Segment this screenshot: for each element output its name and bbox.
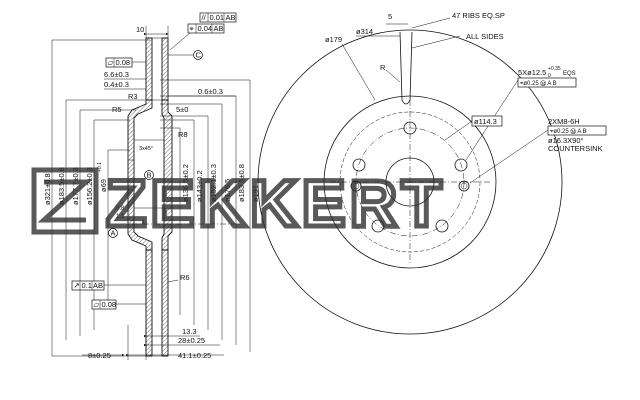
bolt-holes [350, 121, 470, 233]
svg-text:↗: ↗ [74, 281, 80, 290]
bolt-hole-tol-low: 0 [548, 73, 551, 79]
radius-r8: R8 [178, 130, 188, 139]
dim-41-1: 41.1±0.25 [178, 351, 211, 360]
dim-8: 8±0.25 [88, 351, 111, 360]
small-0-8: 0.8 [116, 206, 125, 212]
dia-156-2: ø156.2±0.3 [85, 167, 94, 205]
frame-runout-bottom: ↗ 0.1 AB [71, 280, 105, 291]
dia-321: ø321±0.8 [43, 173, 52, 205]
dim-13-3: 13.3 [182, 327, 197, 336]
svg-text:AB: AB [93, 281, 103, 290]
radius-r3: R3 [128, 92, 138, 101]
svg-text:B: B [147, 171, 152, 180]
dia-177-7: ø177.7±0.3 [71, 167, 80, 205]
radius-r-front: R [380, 63, 386, 72]
dia-176-5: ø176.5 [223, 179, 232, 202]
dim-6-6: 6.6±0.3 [104, 70, 129, 79]
hat-circle [339, 111, 481, 253]
dia-69-tol: +0.1 [97, 162, 103, 172]
all-sides-label: ALL SIDES [466, 32, 504, 41]
bolt-hole-eqs: EQS [563, 71, 576, 77]
thread-frame: ⌖ø0.25 Ⓜ A B [550, 128, 587, 135]
countersink-note: COUNTERSINK [548, 144, 603, 153]
dim-0-6: 0.6±0.3 [198, 87, 223, 96]
dia-69: ø69 [99, 179, 108, 192]
dia-179: ø179 [325, 35, 342, 44]
svg-text:AB: AB [214, 24, 224, 33]
small-1: 1 [142, 220, 146, 226]
radius-r6: R6 [180, 273, 190, 282]
svg-text://: // [202, 13, 207, 22]
datum-c-marker [193, 50, 203, 60]
disc-outer-circle [257, 29, 563, 335]
dia-136-5: ø136.5±0.2 [181, 164, 190, 202]
svg-text:⌖: ⌖ [190, 24, 195, 33]
chamfer-label: 3x45° [139, 146, 153, 152]
svg-text:A: A [111, 229, 116, 238]
thread-spec: 2XM8-6H [548, 117, 580, 126]
svg-text:▱: ▱ [94, 300, 100, 309]
countersink-spec: ø16.3X90° [548, 136, 584, 145]
bolt-hole-frame: ⌖ø0.25 Ⓜ A B [520, 80, 557, 87]
dim-28: 28±0.25 [178, 336, 205, 345]
dia-143: ø143±0.2 [195, 170, 204, 202]
frame-flatness-left: ▱ 0.08 [105, 57, 133, 68]
bolt-hole-tol-up: +0.35 [548, 66, 561, 72]
small-1-1: 1.1 [116, 214, 125, 220]
section-view: 10 // 0.01 AB ⌖ 0.04 AB C ▱ 0. [43, 12, 260, 360]
dim-10: 10 [136, 25, 144, 34]
svg-text:0.08: 0.08 [116, 58, 131, 67]
svg-text:0.1: 0.1 [82, 281, 92, 290]
svg-text:0.08: 0.08 [102, 300, 117, 309]
dia-191: ø191 [251, 185, 260, 202]
frame-flatness-bottom: ▱ 0.08 [91, 299, 117, 310]
rib-slot [399, 31, 413, 105]
dim-5-front: 5 [388, 12, 392, 21]
dia-152-1: ø152.1±0.3 [209, 164, 218, 202]
svg-text:0.01: 0.01 [210, 13, 225, 22]
ribs-label: 47 RIBS EQ.SP [452, 11, 505, 20]
dia-183-5-left: ø183.5±0.8 [57, 167, 66, 205]
disc-profile [127, 37, 173, 357]
svg-text:▱: ▱ [108, 58, 114, 67]
frame-flatness-top: ⌖ 0.04 AB [187, 23, 225, 34]
dia-183-5-right: ø183.5±0.8 [237, 164, 246, 202]
svg-text:0.04: 0.04 [198, 24, 213, 33]
dim-5: 5±0 [176, 105, 188, 114]
pcd-114-3: ø114.3 [474, 117, 497, 126]
radius-r5: R5 [112, 105, 122, 114]
front-view: 5 47 RIBS EQ.SP ø314 ø179 ALL SIDES R 5X… [257, 11, 607, 335]
bolt-hole-spec: 5Xø12.5 [518, 68, 546, 77]
svg-text:AB: AB [226, 13, 236, 22]
dia-314: ø314 [356, 27, 373, 36]
svg-text:C: C [196, 51, 202, 60]
dim-0-4: 0.4±0.3 [104, 80, 129, 89]
frame-parallelism: // 0.01 AB [199, 12, 237, 23]
datum-a-marker [108, 228, 118, 238]
datum-b-marker [144, 170, 154, 180]
